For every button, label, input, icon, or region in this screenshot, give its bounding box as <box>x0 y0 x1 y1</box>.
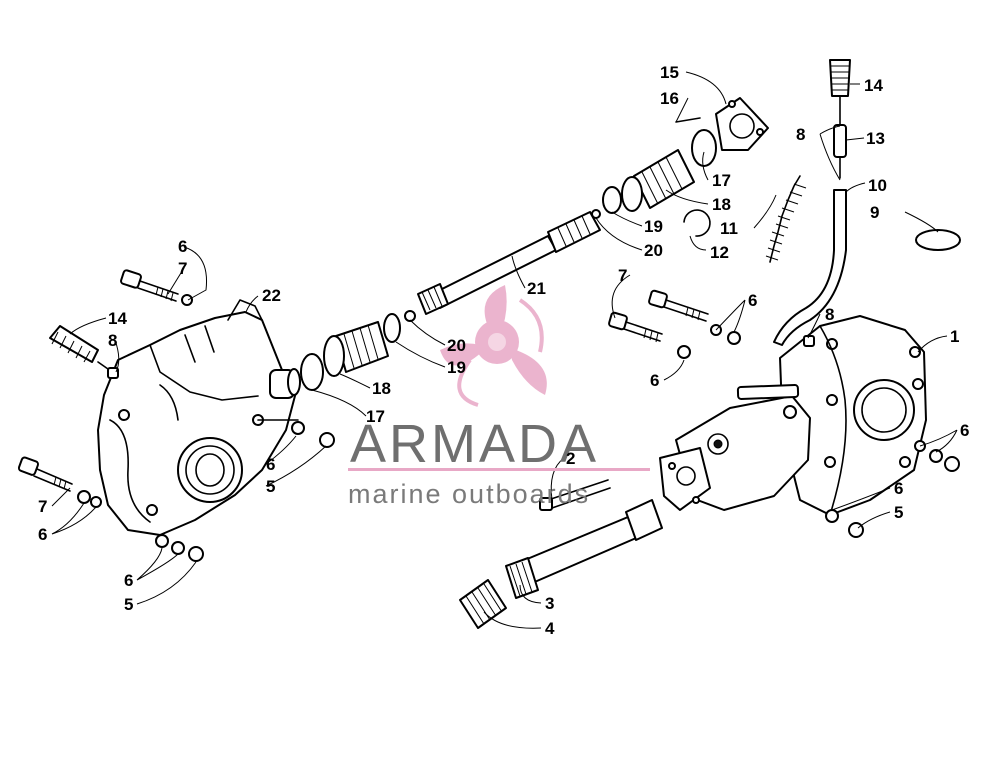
callout-10: 10 <box>868 176 887 195</box>
callout-15: 15 <box>660 63 679 82</box>
left-boot-18 <box>300 313 401 391</box>
callout-8-left: 8 <box>108 331 117 350</box>
callout-4: 4 <box>545 619 555 638</box>
callout-11: 11 <box>720 219 738 238</box>
callout-18-right: 18 <box>712 195 731 214</box>
callout-7-left-lower: 7 <box>38 497 47 516</box>
callout-17-right: 17 <box>712 171 731 190</box>
clamp-9 <box>915 229 961 251</box>
callout-1: 1 <box>950 327 959 346</box>
fitting-8 <box>803 335 815 347</box>
clip-12 <box>683 209 711 237</box>
boot-4 <box>459 579 507 629</box>
callout-14-right: 14 <box>864 76 883 95</box>
left-gear-housing <box>97 299 301 536</box>
callout-6-right-mid: 6 <box>650 371 659 390</box>
callout-9: 9 <box>870 203 879 222</box>
front-differential <box>659 384 811 511</box>
bolt-7-upper-left <box>120 269 179 302</box>
bolt-7-lower-left <box>17 456 73 492</box>
callout-6-left-top: 6 <box>178 237 187 256</box>
callout-20-left: 20 <box>447 336 466 355</box>
callout-16: 16 <box>660 89 679 108</box>
callout-22: 22 <box>262 286 281 305</box>
flange-15 <box>675 97 769 151</box>
callout-5-left-mid: 5 <box>266 477 275 496</box>
callout-6-left-lower: 6 <box>38 525 47 544</box>
callout-6-right-lower: 6 <box>894 479 903 498</box>
callout-8-right-mid: 8 <box>825 305 834 324</box>
callout-19-right: 19 <box>644 217 663 236</box>
watermark-title: ARMADA <box>350 414 599 474</box>
callout-5-left-bottom: 5 <box>124 595 133 614</box>
callout-6-left-bottom: 6 <box>124 571 133 590</box>
leader-lines <box>51 71 958 629</box>
callout-6-far-right: 6 <box>960 421 969 440</box>
callout-5-right: 5 <box>894 503 903 522</box>
callout-17-left: 17 <box>366 407 385 426</box>
callout-6-right-top: 6 <box>748 291 757 310</box>
left-boot-14 <box>49 325 119 379</box>
callout-12: 12 <box>710 243 729 262</box>
cable-assembly <box>773 59 851 346</box>
callout-14-left: 14 <box>108 309 127 328</box>
callout-21: 21 <box>527 279 546 298</box>
callout-18-left: 18 <box>372 379 391 398</box>
bolt-7-right-lower <box>608 311 663 343</box>
callout-8-right-top: 8 <box>796 125 805 144</box>
output-shaft-3 <box>505 499 663 599</box>
right-boot-18 <box>591 129 717 219</box>
watermark: ARMADA marine outboards <box>348 285 650 509</box>
watermark-subtitle: marine outboards <box>348 479 590 509</box>
callout-labels: 1 2 3 4 5 5 5 6 6 6 6 6 6 6 6 7 7 7 8 8 … <box>38 63 969 638</box>
callout-7-left-top: 7 <box>178 259 187 278</box>
callout-20-right: 20 <box>644 241 663 260</box>
spring-11 <box>765 175 807 263</box>
propeller-logo <box>440 285 547 407</box>
bolt-7-right-upper <box>648 289 709 322</box>
callout-6-left-mid: 6 <box>266 455 275 474</box>
watermark-underline <box>348 468 650 471</box>
callout-19-left: 19 <box>447 358 466 377</box>
callout-7-right: 7 <box>618 266 627 285</box>
drive-shaft-21 <box>404 211 601 322</box>
right-gear-housing <box>779 315 927 516</box>
callout-3: 3 <box>545 594 554 613</box>
callout-2: 2 <box>566 449 575 468</box>
callout-13: 13 <box>866 129 885 148</box>
